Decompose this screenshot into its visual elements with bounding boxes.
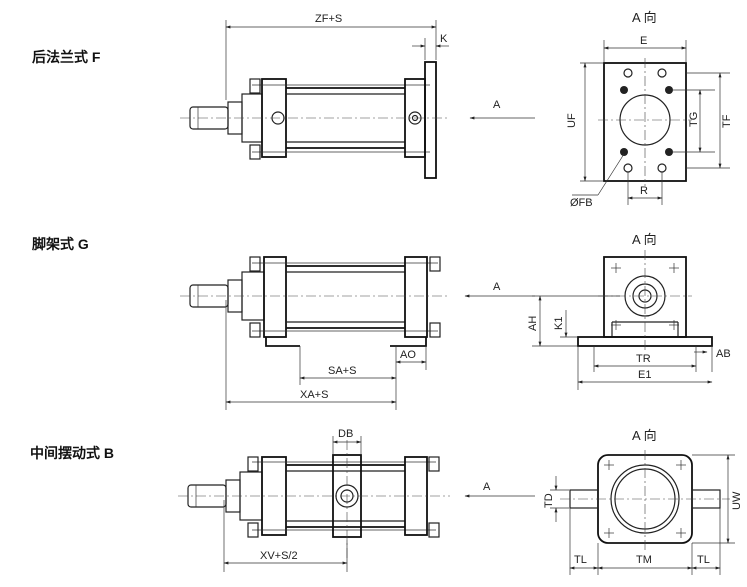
dim-tr: TR	[636, 353, 651, 365]
dim-e1: E1	[638, 369, 651, 381]
dim-r: R	[640, 185, 648, 197]
dim-xv-s2: XV+S/2	[260, 550, 298, 562]
foot-end-view	[577, 250, 713, 350]
section-title-foot: 脚架式 G	[32, 236, 89, 252]
view-label-trunnion: A 向	[632, 428, 657, 443]
rear-flange-end-view	[598, 58, 692, 186]
dim-e: E	[640, 35, 647, 47]
dim-k: K	[440, 33, 448, 45]
section-title-rear-flange: 后法兰式 F	[32, 49, 101, 65]
trunnion-side-view	[178, 440, 450, 560]
dim-ab: AB	[716, 348, 731, 360]
dim-xa-s: XA+S	[300, 389, 328, 401]
dim-tg: TG	[688, 112, 700, 127]
rear-flange-side-view	[180, 61, 450, 179]
dim-a-arrow-3: A	[483, 481, 491, 493]
dim-a-arrow-2: A	[493, 281, 501, 293]
dim-tf: TF	[721, 114, 733, 128]
view-label-rear-flange: A 向	[632, 10, 657, 25]
dim-sa-s: SA+S	[328, 365, 356, 377]
view-label-foot: A 向	[632, 232, 657, 247]
dim-tm: TM	[636, 554, 652, 566]
dim-td: TD	[543, 493, 555, 508]
dim-ah: AH	[527, 316, 539, 331]
dim-ao: AO	[400, 349, 416, 361]
foot-side-view	[180, 256, 450, 347]
dim-a-arrow-1: A	[493, 99, 501, 111]
dim-k1: K1	[553, 317, 565, 330]
dim-fb: ØFB	[570, 197, 593, 209]
trunnion-end-view	[560, 450, 730, 550]
dim-uw: UW	[731, 491, 743, 510]
dim-tl-left: TL	[574, 554, 587, 566]
dim-zf-s: ZF+S	[315, 13, 342, 25]
dim-db: DB	[338, 428, 353, 440]
dim-tl-right: TL	[697, 554, 710, 566]
section-title-trunnion: 中间摆动式 B	[30, 445, 114, 461]
dim-uf: UF	[566, 113, 578, 128]
